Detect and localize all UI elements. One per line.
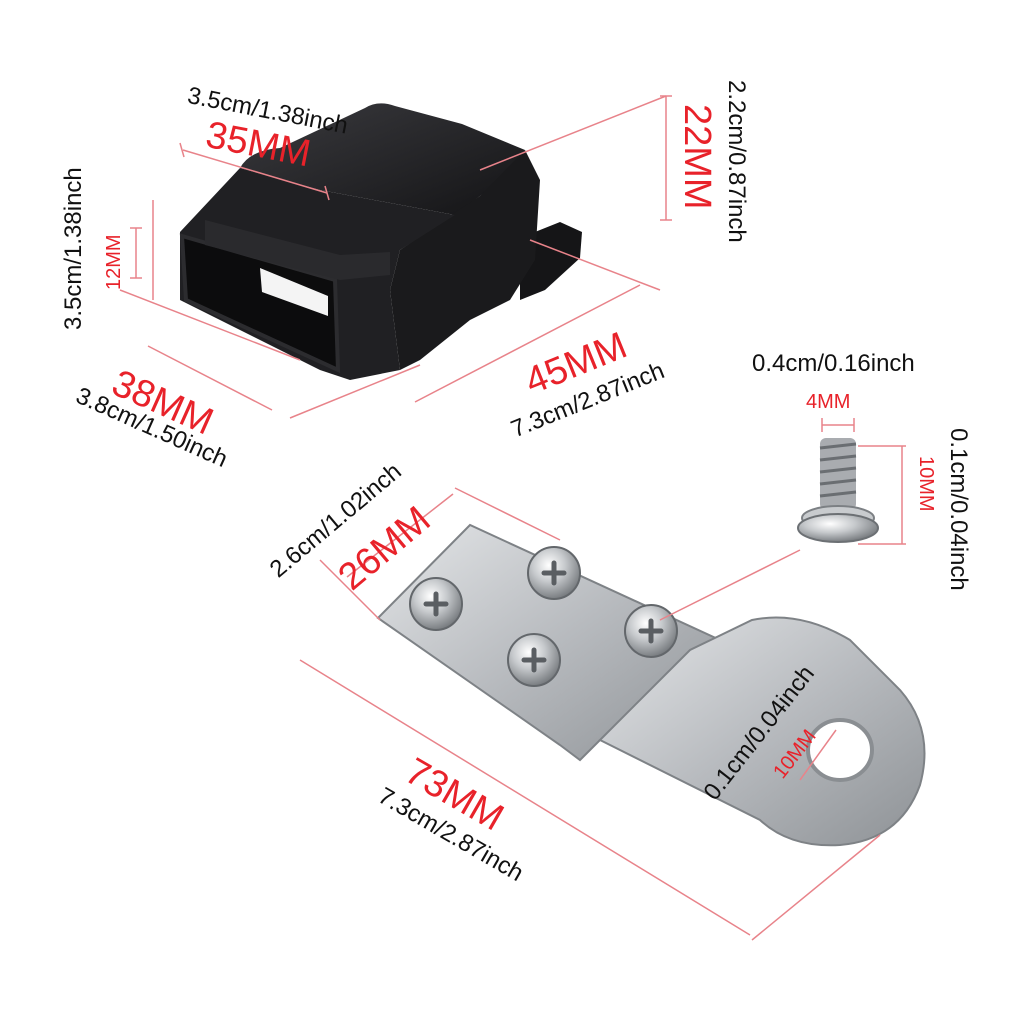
cover-ridge (205, 220, 390, 280)
cover-top-face (240, 103, 525, 215)
screw (797, 438, 879, 543)
dimension-lines (119, 95, 906, 941)
screw-head (797, 513, 879, 543)
screw-diameter-mm-label: 4MM (806, 391, 851, 413)
screw-length-imperial-label: 0.1cm/0.04inch (945, 428, 972, 591)
cover-right-face (390, 150, 540, 370)
cover-height-imperial-label: 2.2cm/0.87inch (723, 80, 750, 243)
screw-length-mm-label: 10MM (915, 456, 937, 512)
plate-screws (409, 546, 678, 687)
plate-lug (598, 616, 926, 847)
cover-height-mm-label: 22MM (676, 104, 718, 210)
cover-depth-imperial-label: 3.5cm/1.38inch (60, 167, 87, 330)
terminal-cover (179, 103, 582, 380)
cover-slot (260, 268, 328, 316)
cover-opening-mm-label: 12MM (103, 234, 125, 290)
terminal-plate (376, 523, 926, 847)
screw-diameter-imperial-label: 0.4cm/0.16inch (752, 350, 915, 377)
plate-hole (806, 718, 874, 782)
